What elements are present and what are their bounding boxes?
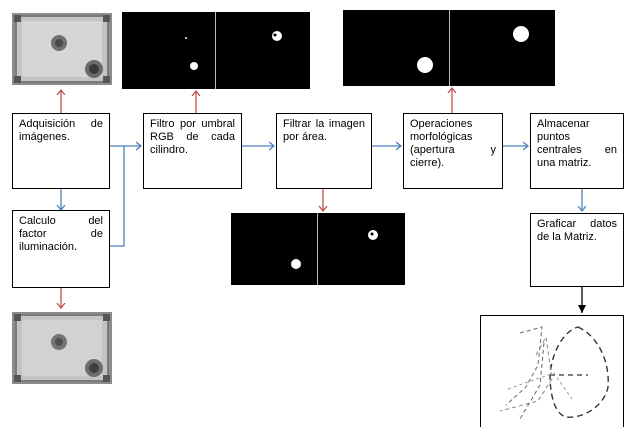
photo-bottom bbox=[12, 312, 112, 384]
step-almacenar-label: Almacenar puntos centrales en una matriz… bbox=[537, 118, 617, 169]
step-adquisicion: Adquisición de imágenes. bbox=[12, 113, 110, 189]
step-adquisicion-label: Adquisición de imágenes. bbox=[19, 118, 103, 143]
arrow-calculo-to-filtro bbox=[110, 146, 141, 247]
step-graficar: Graficar datos de la Matriz. bbox=[530, 213, 624, 287]
photo-top bbox=[12, 13, 112, 85]
step-morfologicas-label: Operaciones morfológicas (apertura y cie… bbox=[410, 118, 496, 169]
step-almacenar: Almacenar puntos centrales en una matriz… bbox=[530, 113, 624, 189]
step-filtrar-area-label: Filtrar la imagen por área. bbox=[283, 118, 365, 143]
mask-morphological bbox=[343, 10, 555, 86]
step-filtro-rgb-label: Filtro por umbral RGB de cada cilindro. bbox=[150, 118, 235, 156]
step-calculo-label: Calculo del factor de iluminación. bbox=[19, 215, 103, 253]
step-morfologicas: Operaciones morfológicas (apertura y cie… bbox=[403, 113, 503, 189]
step-graficar-label: Graficar datos de la Matriz. bbox=[537, 218, 617, 243]
mask-rgb-threshold bbox=[122, 12, 310, 89]
step-filtro-rgb: Filtro por umbral RGB de cada cilindro. bbox=[143, 113, 242, 189]
trajectory-plot bbox=[480, 315, 624, 427]
step-filtrar-area: Filtrar la imagen por área. bbox=[276, 113, 372, 189]
mask-area-filter bbox=[231, 213, 405, 285]
step-calculo: Calculo del factor de iluminación. bbox=[12, 210, 110, 288]
